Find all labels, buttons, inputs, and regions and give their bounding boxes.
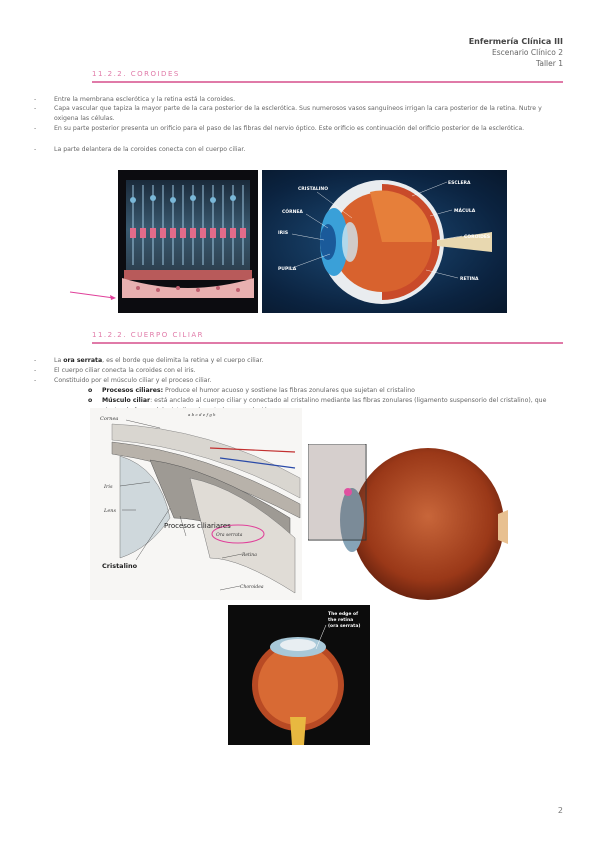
section-divider bbox=[92, 342, 563, 344]
label-cristalino: CRISTALINO bbox=[298, 186, 328, 192]
label-macula: MÁCULA bbox=[454, 207, 476, 214]
label-coroides: COROIDES bbox=[464, 234, 490, 240]
bullet-item: -La parte delantera de la coroides conec… bbox=[34, 146, 246, 153]
ora-serrata-image: The edge of the retina (ora serrata) bbox=[228, 605, 370, 745]
section-heading-cuerpo-ciliar: 11.2.2. CUERPO CILIAR bbox=[92, 331, 205, 339]
label-edge-2: the retina bbox=[328, 617, 353, 623]
retina-layers-image bbox=[118, 170, 258, 313]
bullet-item: -La ora serrata, es el borde que delimit… bbox=[34, 357, 264, 364]
course-title: Enfermería Clínica III bbox=[468, 37, 563, 46]
label-esclera: ESCLERA bbox=[448, 180, 471, 186]
label-edge-3: (ora serrata) bbox=[328, 623, 360, 629]
label-iris: IRIS bbox=[278, 230, 288, 236]
bullet-item: -En su parte posterior presenta un orifi… bbox=[34, 125, 525, 132]
label-choroidea: Choroidea bbox=[240, 584, 264, 590]
label-pupila: PUPILA bbox=[278, 266, 297, 272]
page-header: Enfermería Clínica III Escenario Clínico… bbox=[469, 36, 563, 69]
label-lens-diagram: Lens bbox=[103, 508, 116, 514]
label-retina-diagram: Retina bbox=[241, 552, 257, 558]
bullet-item: -Capa vascular que tapiza la mayor parte… bbox=[34, 105, 542, 122]
scenario-label: Escenario Clínico 2 bbox=[492, 48, 563, 57]
label-ora-serrata: Ora serrata bbox=[216, 532, 243, 538]
workshop-label: Taller 1 bbox=[536, 59, 563, 68]
eye-sagittal-image bbox=[308, 444, 508, 602]
page-number: 2 bbox=[557, 806, 563, 815]
bullet-item: -Entre la membrana esclerótica y la reti… bbox=[34, 96, 236, 103]
section-heading-coroides: 11.2.2. COROIDES bbox=[92, 70, 180, 78]
pointer-arrow bbox=[69, 291, 116, 300]
label-retina: RETINA bbox=[460, 276, 479, 282]
label-cristalino-diagram: Cristalino bbox=[102, 562, 138, 570]
label-letters: a b c d e f g h bbox=[188, 412, 216, 417]
label-edge-1: The edge of bbox=[328, 611, 358, 617]
eye-anatomy-image: CRISTALINO CÓRNEA IRIS PUPILA ESCLERA MÁ… bbox=[262, 170, 507, 313]
section-divider bbox=[92, 81, 563, 83]
bullet-item: -Constituido por el músculo ciliar y el … bbox=[34, 377, 212, 384]
label-procesos: Procesos ciliariares bbox=[164, 522, 231, 530]
label-cornea-diagram: Cornea bbox=[100, 416, 118, 422]
label-cornea: CÓRNEA bbox=[282, 208, 303, 215]
ciliary-body-diagram: Cornea Iris Lens a b c d e f g h Proceso… bbox=[90, 408, 302, 600]
label-iris-diagram: Iris bbox=[103, 484, 113, 490]
bullet-item: -El cuerpo ciliar conecta la coroides co… bbox=[34, 367, 196, 374]
